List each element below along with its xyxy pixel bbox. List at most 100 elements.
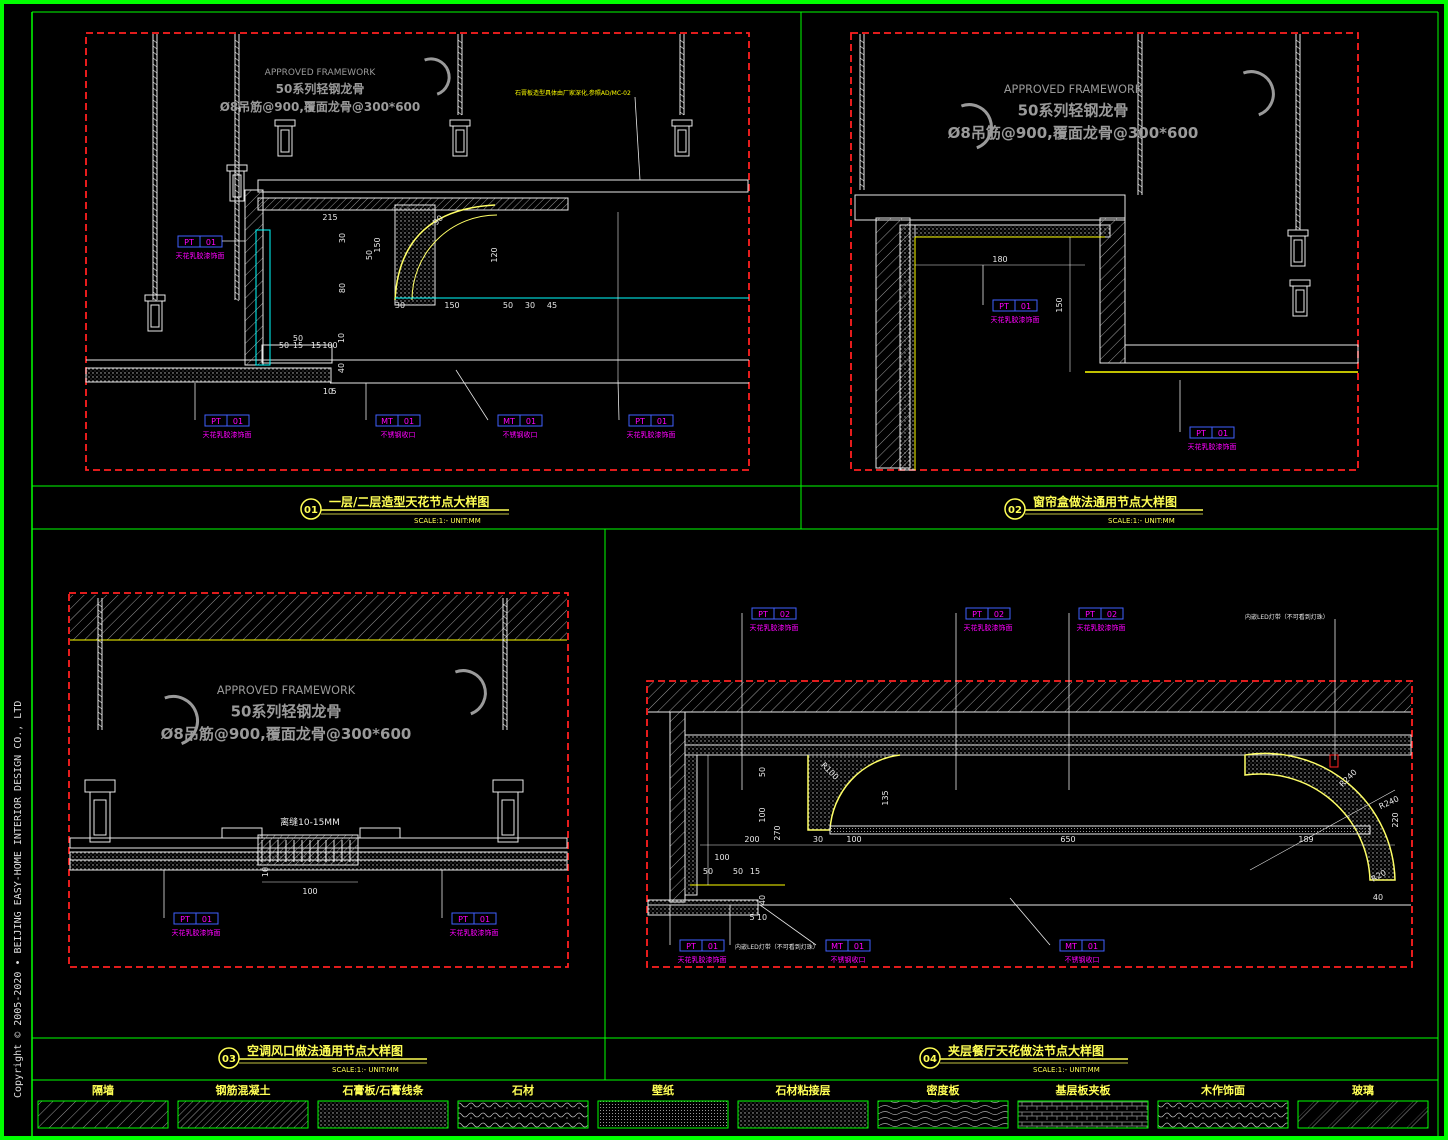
tag-code: PT	[972, 610, 982, 619]
rod-thread	[859, 93, 865, 98]
note-text: 内嵌LED灯带（不可看到灯珠）	[1245, 613, 1329, 621]
rod-thread	[152, 273, 158, 278]
rod-thread	[234, 99, 240, 104]
panel-number-badge	[300, 498, 322, 520]
tag-code: MT	[831, 942, 843, 951]
panel-title: 空调风口做法通用节点大样图	[247, 1043, 403, 1058]
rod-thread	[1137, 183, 1143, 188]
dimension-label: 80	[338, 283, 347, 293]
leader-line	[634, 96, 641, 181]
rod-thread	[679, 105, 685, 110]
ceiling-board	[684, 744, 1412, 756]
side-wall	[244, 189, 264, 366]
framework-label-hanger: Ø8吊筋@900,覆面龙骨@300*600	[220, 99, 421, 114]
rod-thread	[859, 117, 865, 122]
framework-label-keel: 50系列轻钢龙骨	[276, 81, 365, 96]
tag-code: PT	[180, 915, 190, 924]
rod-thread	[859, 39, 865, 44]
rod-thread	[234, 69, 240, 74]
rod-thread	[679, 57, 685, 62]
tag-description: 天花乳胶漆饰面	[203, 430, 252, 439]
rod-thread	[859, 87, 865, 92]
panel-title: 夹层餐厅天花做法节点大样图	[948, 1043, 1104, 1058]
tag-number: 02	[1107, 610, 1117, 619]
rod-thread	[859, 75, 865, 80]
legend-label: 石材粘接层	[775, 1083, 831, 1097]
rod-thread	[152, 51, 158, 56]
air-vent-grille	[257, 834, 359, 866]
rod-thread	[234, 297, 240, 302]
rod-thread	[1137, 111, 1143, 116]
concrete-slab	[648, 682, 1411, 712]
rod-thread	[679, 51, 685, 56]
rod-thread	[234, 39, 240, 44]
tag-number: 01	[480, 915, 490, 924]
legend-swatch	[317, 1100, 449, 1129]
framework-label-hanger: Ø8吊筋@900,覆面龙骨@300*600	[948, 124, 1199, 142]
ceiling-step	[261, 344, 333, 364]
dimension-label: 5	[749, 913, 754, 922]
dimension-label: 50	[703, 867, 713, 876]
rod-thread	[152, 99, 158, 104]
dimension-label: 40	[337, 363, 346, 373]
rod-thread	[859, 153, 865, 158]
rod-thread	[234, 231, 240, 236]
rod-thread	[234, 165, 240, 170]
tag-code: MT	[1065, 942, 1077, 951]
rod-thread	[97, 621, 103, 626]
legend-label: 隔墙	[92, 1083, 114, 1097]
rod-thread	[502, 621, 508, 626]
rod-thread	[859, 165, 865, 170]
rod-thread	[152, 93, 158, 98]
leader-line	[759, 904, 817, 946]
rod-thread	[234, 237, 240, 242]
rod-thread	[1137, 117, 1143, 122]
curtain-box-board	[899, 224, 916, 471]
rod-thread	[1137, 159, 1143, 164]
dimension-label: 50	[365, 250, 374, 260]
rod-thread	[152, 75, 158, 80]
rod-thread	[152, 39, 158, 44]
legend-label: 钢筋混凝土	[216, 1083, 271, 1097]
rod-thread	[859, 171, 865, 176]
rod-thread	[859, 159, 865, 164]
dimension-label: 50	[733, 867, 743, 876]
rod-thread	[859, 111, 865, 116]
dimension-label: 45	[547, 301, 557, 310]
rod-thread	[152, 87, 158, 92]
scale-text: SCALE:1:- UNIT:MM	[414, 517, 481, 525]
side-wall	[669, 711, 686, 903]
rod-thread	[1137, 93, 1143, 98]
rod-thread	[1295, 117, 1301, 122]
dimension-label: 50	[758, 767, 767, 777]
vent-frame	[359, 827, 401, 839]
dimension-label: 180	[992, 255, 1007, 264]
rod-thread	[234, 279, 240, 284]
rod-thread	[457, 39, 463, 44]
rod-thread	[152, 237, 158, 242]
rod-thread	[502, 717, 508, 722]
hanger-clip	[1289, 279, 1311, 287]
rod-thread	[97, 723, 103, 728]
copyright-text: Copyright © 2005-2020 • BEIJING EASY-HOM…	[13, 700, 24, 1098]
curve-profile-r240	[1244, 752, 1396, 881]
tag-code: PT	[1085, 610, 1095, 619]
curtain-box-top	[914, 224, 1111, 238]
rod-thread	[1295, 165, 1301, 170]
rod-thread	[152, 261, 158, 266]
gypsum-core	[394, 204, 436, 306]
rod-thread	[1295, 111, 1301, 116]
rod-thread	[234, 267, 240, 272]
rod-thread	[97, 615, 103, 620]
hanger-clip	[1290, 235, 1306, 267]
ceiling-board	[647, 899, 759, 916]
rod-thread	[1137, 165, 1143, 170]
rod-thread	[1295, 141, 1301, 146]
framework-label-en: APPROVED FRAMEWORK	[265, 68, 377, 78]
rod-thread	[234, 201, 240, 206]
hanger-clip	[449, 119, 471, 127]
leader-line	[455, 369, 489, 421]
rod-thread	[152, 207, 158, 212]
legend-swatch	[877, 1100, 1009, 1129]
legend-label: 石材	[511, 1083, 534, 1097]
